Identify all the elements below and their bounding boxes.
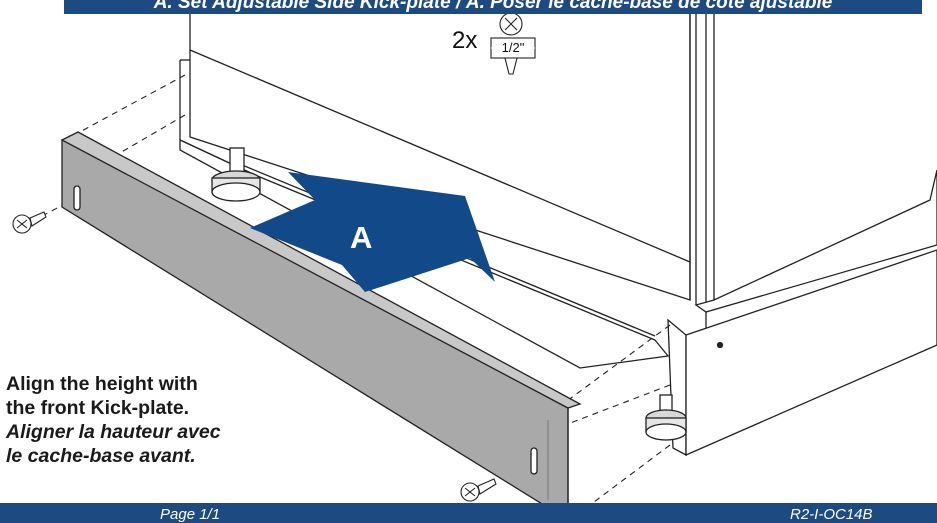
instruction-en-line-1: Align the height with <box>6 373 198 395</box>
screw-size-label: 1/2" <box>501 40 525 55</box>
section-title-banner: A. Set Adjustable Side Kick-plate / A. P… <box>64 0 922 14</box>
leveling-foot-right <box>645 394 687 441</box>
side-kickplate-panel <box>60 131 582 522</box>
instruction-en-line-2: the front Kick-plate. <box>6 397 190 419</box>
screw-bottom-icon <box>460 478 497 502</box>
instruction-fr-line-1: Aligner la hauteur avec <box>6 421 221 443</box>
footer-bar <box>0 503 937 523</box>
alignment-instructions: Align the height with the front Kick-pla… <box>6 372 306 468</box>
dishwasher-body <box>179 0 937 330</box>
arrow-label: A <box>350 220 373 255</box>
leveling-foot-left <box>211 147 261 202</box>
direction-arrow <box>250 172 495 292</box>
hardware-quantity: 2x <box>452 27 478 54</box>
page-number: Page 1/1 <box>160 506 221 523</box>
screw-left-icon <box>12 211 47 234</box>
document-code: R2-I-OC14B <box>790 506 873 523</box>
instruction-fr-line-2: le cache-base avant. <box>6 445 196 467</box>
screw-hardware-icon <box>490 12 536 75</box>
